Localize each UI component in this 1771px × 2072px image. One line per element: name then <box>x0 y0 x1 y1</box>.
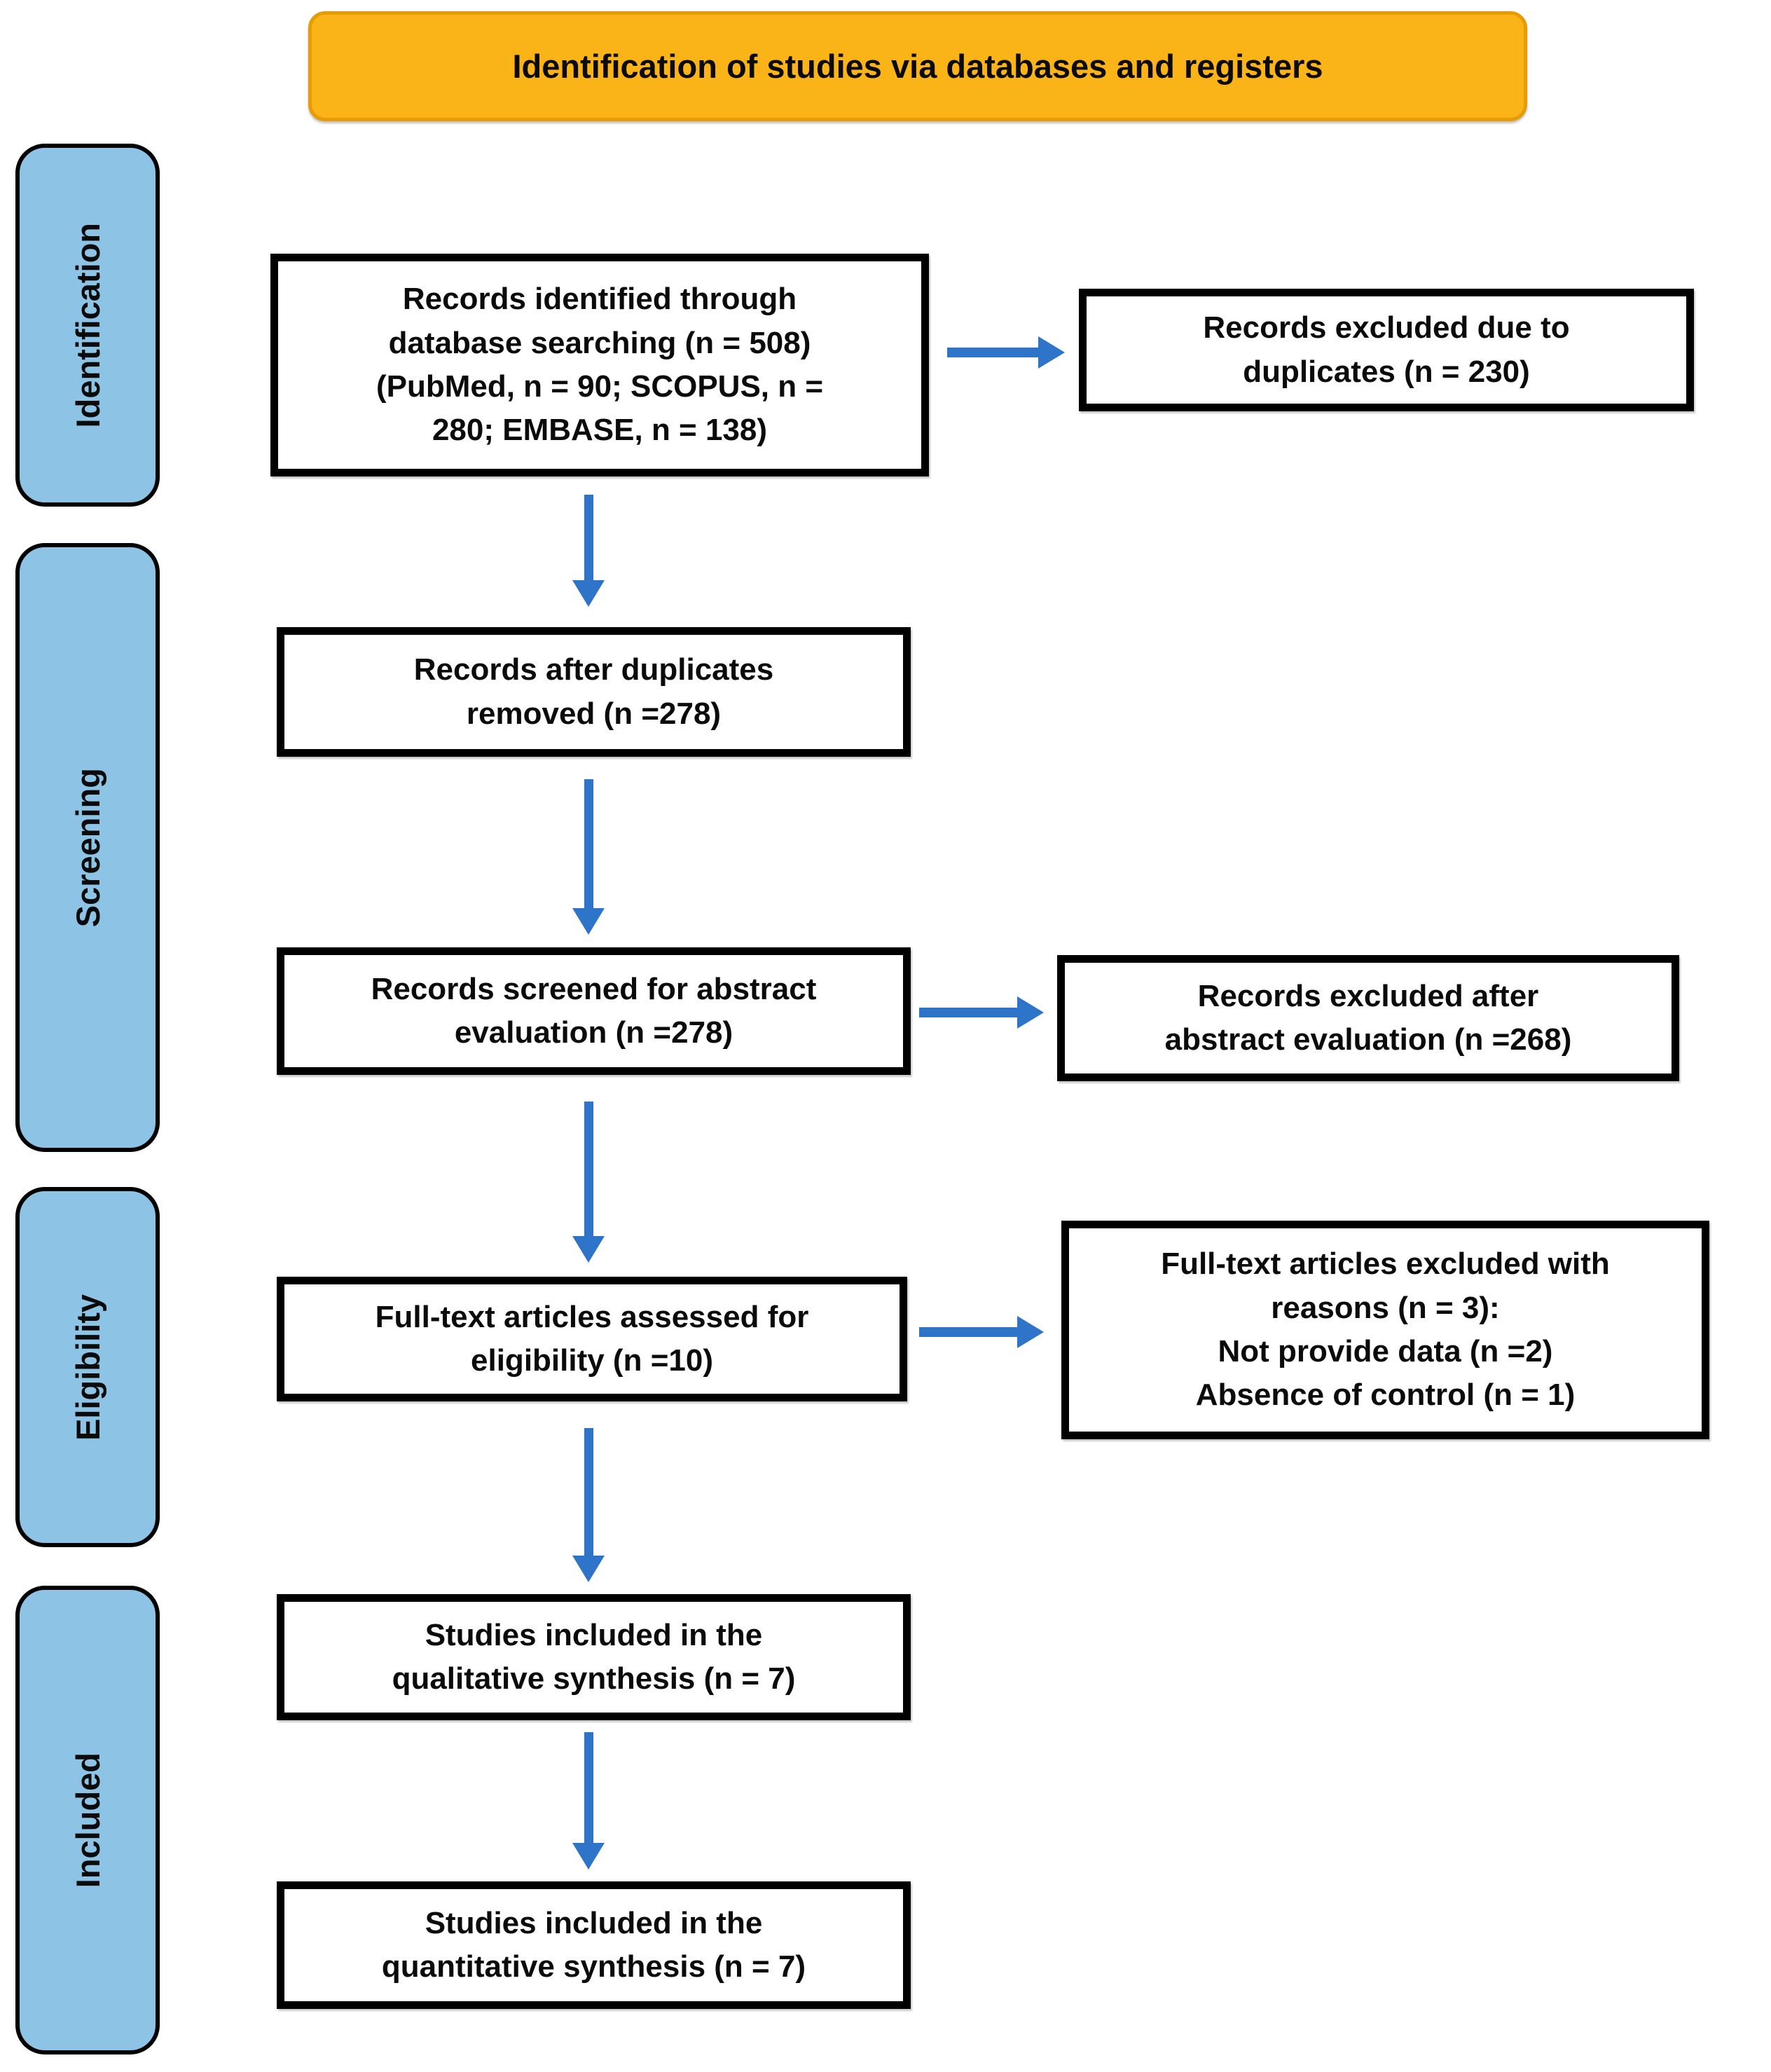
stage-included-label: Included <box>69 1752 106 1888</box>
stage-identification: Identification <box>15 144 160 507</box>
box-excluded-duplicates: Records excluded due to duplicates (n = … <box>1079 289 1694 411</box>
diagram-title-banner: Identification of studies via databases … <box>308 11 1527 121</box>
arrow-down-icon-identified-to-dup-removed <box>572 495 605 607</box>
box-excluded-fulltext: Full-text articles excluded with reasons… <box>1061 1221 1709 1439</box>
arrow-down-icon-qualitative-to-quantitative <box>572 1732 605 1869</box>
arrow-right-icon-fulltext-to-excluded-fulltext <box>919 1316 1044 1348</box>
box-qualitative-synthesis: Studies included in the qualitative synt… <box>277 1594 911 1720</box>
stage-identification-label: Identification <box>69 222 106 428</box>
arrow-right-icon-identified-to-excluded-duplicates <box>947 336 1065 369</box>
stage-screening-label: Screening <box>69 767 106 928</box>
diagram-title: Identification of studies via databases … <box>512 48 1323 85</box>
stage-eligibility: Eligibility <box>15 1187 160 1547</box>
stage-eligibility-label: Eligibility <box>69 1294 106 1441</box>
arrow-down-icon-screened-to-fulltext <box>572 1102 605 1263</box>
arrow-down-icon-fulltext-to-qualitative <box>572 1428 605 1582</box>
box-records-screened: Records screened for abstract evaluation… <box>277 947 911 1075</box>
box-fulltext-assessed: Full-text articles assessed for eligibil… <box>277 1277 907 1401</box>
arrow-down-icon-dup-removed-to-screened <box>572 779 605 935</box>
stage-included: Included <box>15 1586 160 2054</box>
stage-screening: Screening <box>15 543 160 1152</box>
box-quantitative-synthesis: Studies included in the quantitative syn… <box>277 1881 911 2009</box>
box-records-identified: Records identified through database sear… <box>270 254 929 476</box>
box-excluded-abstract: Records excluded after abstract evaluati… <box>1057 955 1679 1081</box>
box-duplicates-removed: Records after duplicates removed (n =278… <box>277 627 911 757</box>
arrow-right-icon-screened-to-excluded-abstract <box>919 996 1044 1029</box>
